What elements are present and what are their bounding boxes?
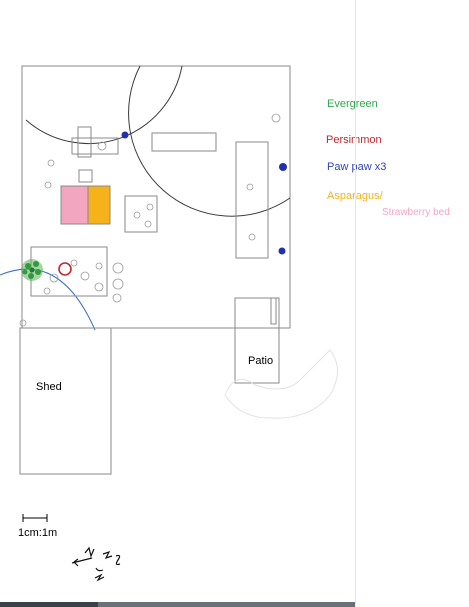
plant-circles	[19, 113, 281, 327]
plant-circle	[112, 278, 124, 290]
plant-circle	[97, 141, 107, 151]
patio-post	[270, 297, 277, 325]
plant-circle	[49, 273, 59, 283]
asparagus-bed	[87, 185, 111, 225]
plant-circle	[112, 262, 124, 274]
property-boundary	[21, 65, 291, 329]
patio-label: Patio	[248, 355, 274, 367]
legend-strawberry-bed: Strawberry bed	[382, 207, 450, 218]
plant-circle	[144, 220, 152, 228]
legend-persimmon: Persimmon	[326, 134, 382, 146]
patio-pencil-outline	[224, 349, 338, 419]
plant-circle	[271, 113, 281, 123]
scrollbar-thumb[interactable]	[0, 602, 98, 607]
plant-circle	[43, 287, 51, 295]
plant-circle	[146, 203, 154, 211]
plant-circle	[95, 262, 103, 270]
plant-circle	[94, 282, 104, 292]
legend-asparagus: Asparagus/	[327, 190, 383, 202]
small-square-bed	[124, 195, 158, 233]
plant-circle	[112, 293, 122, 303]
scale-label: 1cm:1m	[18, 527, 58, 539]
plant-circle	[44, 181, 52, 189]
plant-circle	[47, 159, 55, 167]
scale-bar	[22, 514, 48, 522]
plant-circle	[248, 233, 256, 241]
plant-circle	[70, 259, 78, 267]
long-right-bed	[235, 141, 269, 259]
paw-paw-tree	[279, 163, 287, 171]
center-top-bed	[151, 132, 217, 152]
paw-paw-tree	[121, 131, 129, 139]
blue-canopy-arc	[0, 268, 96, 331]
paw-paw-tree	[278, 247, 286, 255]
persimmon-tree	[58, 262, 72, 276]
bed-narrow-top	[77, 126, 92, 158]
patio-outline	[234, 297, 280, 384]
plant-circle	[246, 183, 254, 191]
window-scrollbar[interactable]	[0, 602, 355, 607]
plant-circle	[133, 211, 141, 219]
shed-label: Shed	[36, 381, 62, 393]
compass-rose-icon	[71, 546, 121, 582]
legend-paw-paw: Paw paw x3	[327, 161, 387, 173]
strawberry-bed	[60, 185, 89, 225]
plant-circle	[19, 319, 27, 327]
plant-circle	[80, 271, 90, 281]
canvas-edge	[355, 0, 356, 607]
evergreen-shrub	[21, 259, 43, 281]
bed-wide-top	[71, 137, 119, 155]
canopy-arc-right	[128, 65, 291, 217]
bed-stem	[78, 169, 93, 183]
canopy-arc-left	[25, 65, 183, 144]
shed-outline	[19, 327, 112, 475]
legend-evergreen: Evergreen	[327, 98, 378, 110]
